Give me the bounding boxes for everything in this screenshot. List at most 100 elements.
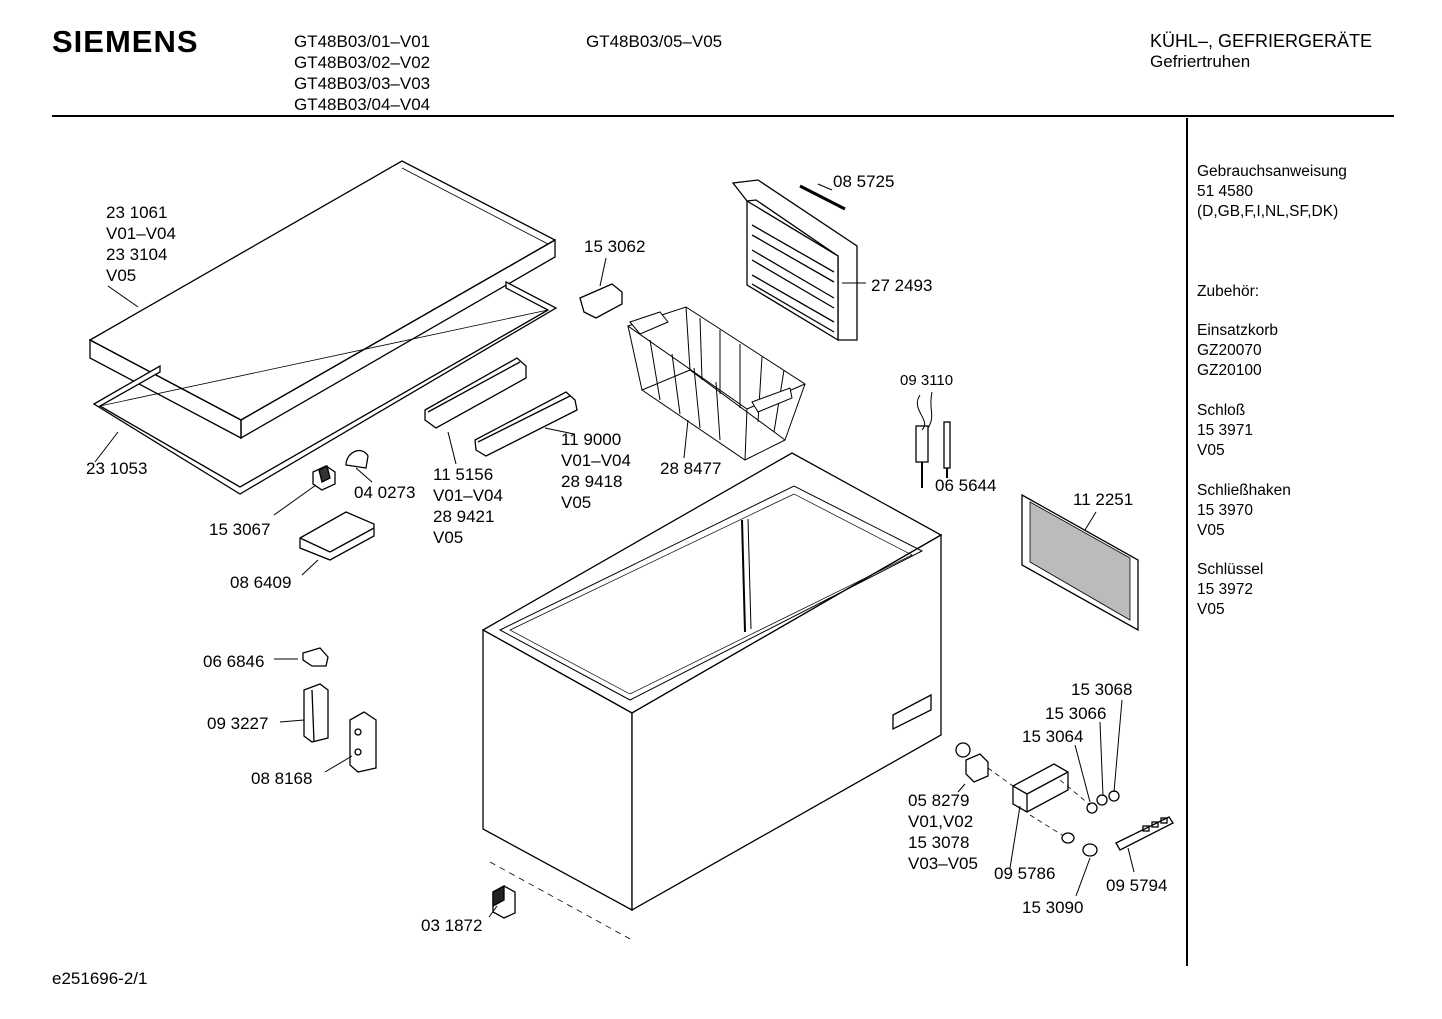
label-gasket-line-0: 23 1053: [86, 459, 148, 478]
label-lamp: 04 0273: [354, 482, 415, 503]
knob-drawing: [1061, 832, 1098, 857]
label-indicator-2-line-0: 15 3066: [1045, 704, 1107, 723]
panel-drawing: [1115, 816, 1174, 851]
label-lamp-cover-line-0: 08 6409: [230, 573, 292, 592]
label-hinge-line-0: 08 8168: [251, 769, 313, 788]
label-switch-line-0: 15 3067: [209, 520, 271, 539]
manual-line-2: (D,GB,F,I,NL,SF,DK): [1197, 203, 1339, 220]
label-thermostat: 09 3110: [900, 370, 953, 391]
label-lamp-line-0: 04 0273: [354, 483, 416, 502]
assembly-guides: [987, 767, 1091, 836]
lamp-set-drawing: [955, 742, 989, 783]
hinge-drawing: [349, 711, 377, 773]
label-basket: 28 8477: [660, 458, 721, 479]
label-panel-line-0: 09 5794: [1106, 876, 1168, 895]
manual-reference: Gebrauchsanweisung 51 4580 (D,GB,F,I,NL,SF…: [1197, 162, 1347, 222]
basket-drawing: [626, 306, 807, 461]
label-foot: 03 1872: [421, 915, 482, 936]
label-handle-a-line-3: V05: [433, 528, 464, 547]
label-grille: 11 2251: [1073, 489, 1133, 510]
label-control-box: 09 5786: [994, 863, 1055, 884]
gasket-drawing: [92, 280, 558, 495]
label-lamp-cover: 08 6409: [230, 572, 291, 593]
label-handle-a-line-2: 28 9421: [433, 507, 495, 526]
label-handle-a-line-1: V01–V04: [433, 486, 503, 505]
label-lamp-set-line-0: 05 8279: [908, 791, 970, 810]
switch-drawing: [312, 465, 336, 491]
clip-drawing: [302, 647, 329, 667]
label-clip: 06 6846: [203, 651, 264, 672]
label-knob-line-0: 15 3090: [1022, 898, 1084, 917]
accessory-2-line-2: V05: [1197, 522, 1225, 539]
model-line-2: GT48B03/03–V03: [294, 74, 431, 93]
label-lamp-set-line-3: V03–V05: [908, 854, 978, 873]
basket-handle-drawing: [579, 283, 623, 319]
label-indicator-3: 15 3064: [1022, 726, 1083, 747]
label-clip-line-0: 06 6846: [203, 652, 265, 671]
accessory-0-line-0: Einsatzkorb: [1197, 322, 1278, 339]
divider-drawing: [731, 179, 858, 342]
leader-lines: [94, 183, 1135, 918]
label-lamp-set-line-2: 15 3078: [908, 833, 970, 852]
accessory-0-line-2: GZ20100: [1197, 362, 1262, 379]
label-hinge-cover: 09 3227: [207, 713, 268, 734]
label-basket-line-0: 28 8477: [660, 459, 722, 478]
label-panel: 09 5794: [1106, 875, 1167, 896]
accessories-title: Zubehör:: [1197, 283, 1260, 300]
label-hinge: 08 8168: [251, 768, 312, 789]
label-indicator-1-line-0: 15 3068: [1071, 680, 1133, 699]
label-lamp-set-line-1: V01,V02: [908, 812, 974, 831]
grille-drawing: [1021, 493, 1139, 632]
chest-body-drawing: [481, 452, 943, 941]
label-lid-line-3: V05: [106, 266, 137, 285]
hinge-cover-drawing: [303, 683, 329, 743]
label-handle-b-line-0: 11 9000: [561, 430, 622, 449]
label-lid-line-1: V01–V04: [106, 224, 176, 243]
thermostat-drawing: [915, 391, 951, 488]
model-alt-line-0: GT48B03/05–V05: [586, 32, 723, 51]
label-lid-line-2: 23 3104: [106, 245, 168, 264]
manual-line-0: Gebrauchsanweisung: [1197, 163, 1347, 180]
lamp-drawing: [345, 449, 369, 469]
label-indicator-1: 15 3068: [1071, 679, 1132, 700]
label-sensor-line-0: 06 5644: [935, 476, 997, 495]
accessory-1-line-2: V05: [1197, 442, 1225, 459]
category-subtitle: Gefriertruhen: [1150, 52, 1251, 71]
accessory-3-line-0: Schlüssel: [1197, 561, 1264, 578]
lamp-cover-drawing: [299, 511, 375, 561]
foot-drawing: [492, 884, 516, 919]
manual-line-1: 51 4580: [1197, 183, 1254, 200]
model-line-3: GT48B03/04–V04: [294, 95, 431, 114]
accessory-1-line-1: 15 3971: [1197, 422, 1254, 439]
brand-logo: SIEMENS: [52, 24, 199, 59]
label-knob: 15 3090: [1022, 897, 1083, 918]
label-thermostat-line-0: 09 3110: [900, 372, 954, 389]
accessory-3-line-1: 15 3972: [1197, 581, 1254, 598]
accessory-2-line-1: 15 3970: [1197, 502, 1254, 519]
label-handle-a-line-0: 11 5156: [433, 465, 494, 484]
label-switch: 15 3067: [209, 519, 270, 540]
model-line-0: GT48B03/01–V01: [294, 32, 431, 51]
category-title: KÜHL–, GEFRIERGERÄTE: [1150, 31, 1373, 51]
label-foot-line-0: 03 1872: [421, 916, 483, 935]
label-divider-top: 08 5725: [833, 171, 894, 192]
label-handle-b-line-2: 28 9418: [561, 472, 623, 491]
lid-drawing: [88, 160, 557, 440]
label-lid-line-0: 23 1061: [106, 203, 168, 222]
label-control-box-line-0: 09 5786: [994, 864, 1056, 883]
accessory-2-line-0: Schließhaken: [1197, 482, 1291, 499]
label-sensor: 06 5644: [935, 475, 996, 496]
model-list-secondary: GT48B03/05–V05: [586, 31, 722, 52]
label-basket-handle: 15 3062: [584, 236, 645, 257]
model-line-1: GT48B03/02–V02: [294, 53, 431, 72]
document-id: e251696-2/1: [52, 969, 148, 988]
